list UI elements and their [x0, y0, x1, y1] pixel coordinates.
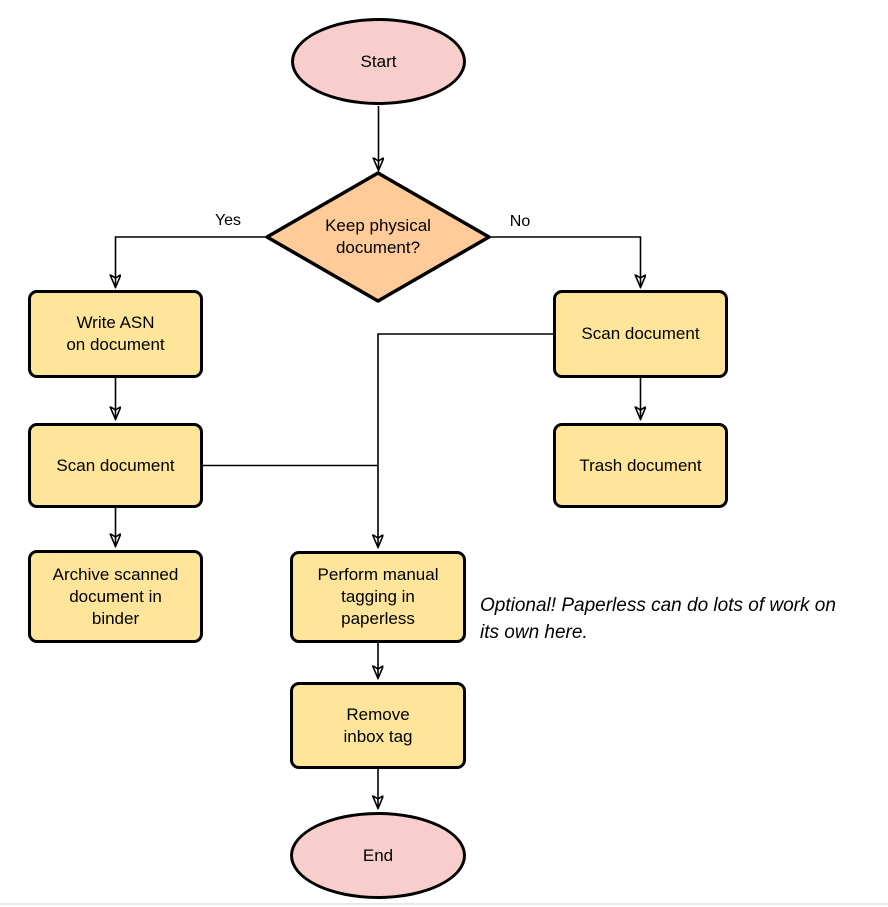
- manual-tagging-node: Perform manual tagging in paperless: [290, 551, 466, 643]
- archive-node: Archive scanned document in binder: [28, 550, 203, 643]
- trash-document-node: Trash document: [553, 423, 728, 508]
- trash-document-label: Trash document: [579, 455, 702, 475]
- scan-document-left-label: Scan document: [56, 455, 175, 475]
- remove-inbox-tag-label: Remove inbox tag: [343, 704, 413, 746]
- decision-node-label: Keep physical document?: [325, 216, 431, 257]
- annotation-text: Optional! Paperless can do lots of work …: [480, 595, 836, 643]
- bottom-divider: [0, 903, 888, 905]
- decision-node: Keep physical document?: [266, 172, 490, 302]
- edge-decision-yes: [116, 236, 266, 287]
- scan-document-right-node: Scan document: [553, 290, 728, 378]
- start-node-label: Start: [360, 51, 397, 71]
- decision-diamond-shape: [265, 171, 491, 303]
- edge-scanright-to-tagging: [378, 333, 553, 547]
- remove-inbox-tag-node: Remove inbox tag: [290, 682, 466, 769]
- edge-decision-no: [490, 236, 641, 287]
- archive-node-label: Archive scanned document in binder: [52, 564, 179, 628]
- start-node: Start: [291, 18, 466, 105]
- scan-document-left-node: Scan document: [28, 423, 203, 508]
- manual-tagging-label: Perform manual tagging in paperless: [317, 565, 439, 628]
- scan-document-right-label: Scan document: [581, 324, 700, 343]
- edge-label-yes: Yes: [212, 212, 244, 230]
- end-node-label: End: [362, 845, 394, 865]
- write-asn-node-label: Write ASN on document: [66, 313, 165, 354]
- edge-label-no: No: [507, 213, 533, 231]
- end-node: End: [290, 812, 466, 899]
- write-asn-node: Write ASN on document: [28, 290, 203, 378]
